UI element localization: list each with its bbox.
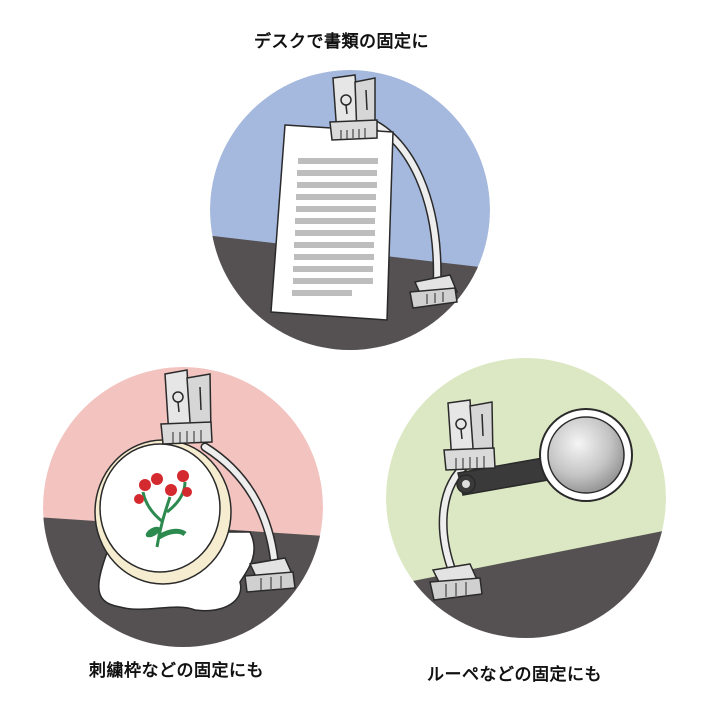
scene-desk-document-clip	[205, 60, 505, 360]
gooseneck-arm[interactable]	[202, 444, 278, 570]
flower-embroidery	[134, 470, 192, 548]
embroidery-hoop-illustration	[43, 367, 323, 647]
magnifier-illustration	[386, 358, 666, 638]
caption-embroidery-hoop: 刺繍枠などの固定にも	[89, 661, 264, 681]
caption-desk-documents: デスクで書類の固定に	[254, 32, 429, 52]
scene-magnifier-holder	[378, 338, 678, 648]
desk-document-illustration	[210, 70, 490, 350]
metal-clip-icon[interactable]	[443, 399, 496, 471]
base-clamp[interactable]	[244, 557, 296, 593]
base-clamp[interactable]	[429, 563, 483, 601]
caption-magnifier: ルーペなどの固定にも	[427, 665, 602, 685]
embroidery-hoop	[94, 439, 232, 585]
gooseneck-arm[interactable]	[367, 119, 441, 288]
magnifier-icon[interactable]	[539, 408, 633, 502]
document-paper	[270, 124, 394, 321]
metal-clip-icon[interactable]	[329, 74, 378, 141]
metal-clip-icon[interactable]	[160, 369, 213, 445]
base-clamp[interactable]	[409, 274, 459, 309]
scene-embroidery-hoop	[35, 352, 340, 657]
